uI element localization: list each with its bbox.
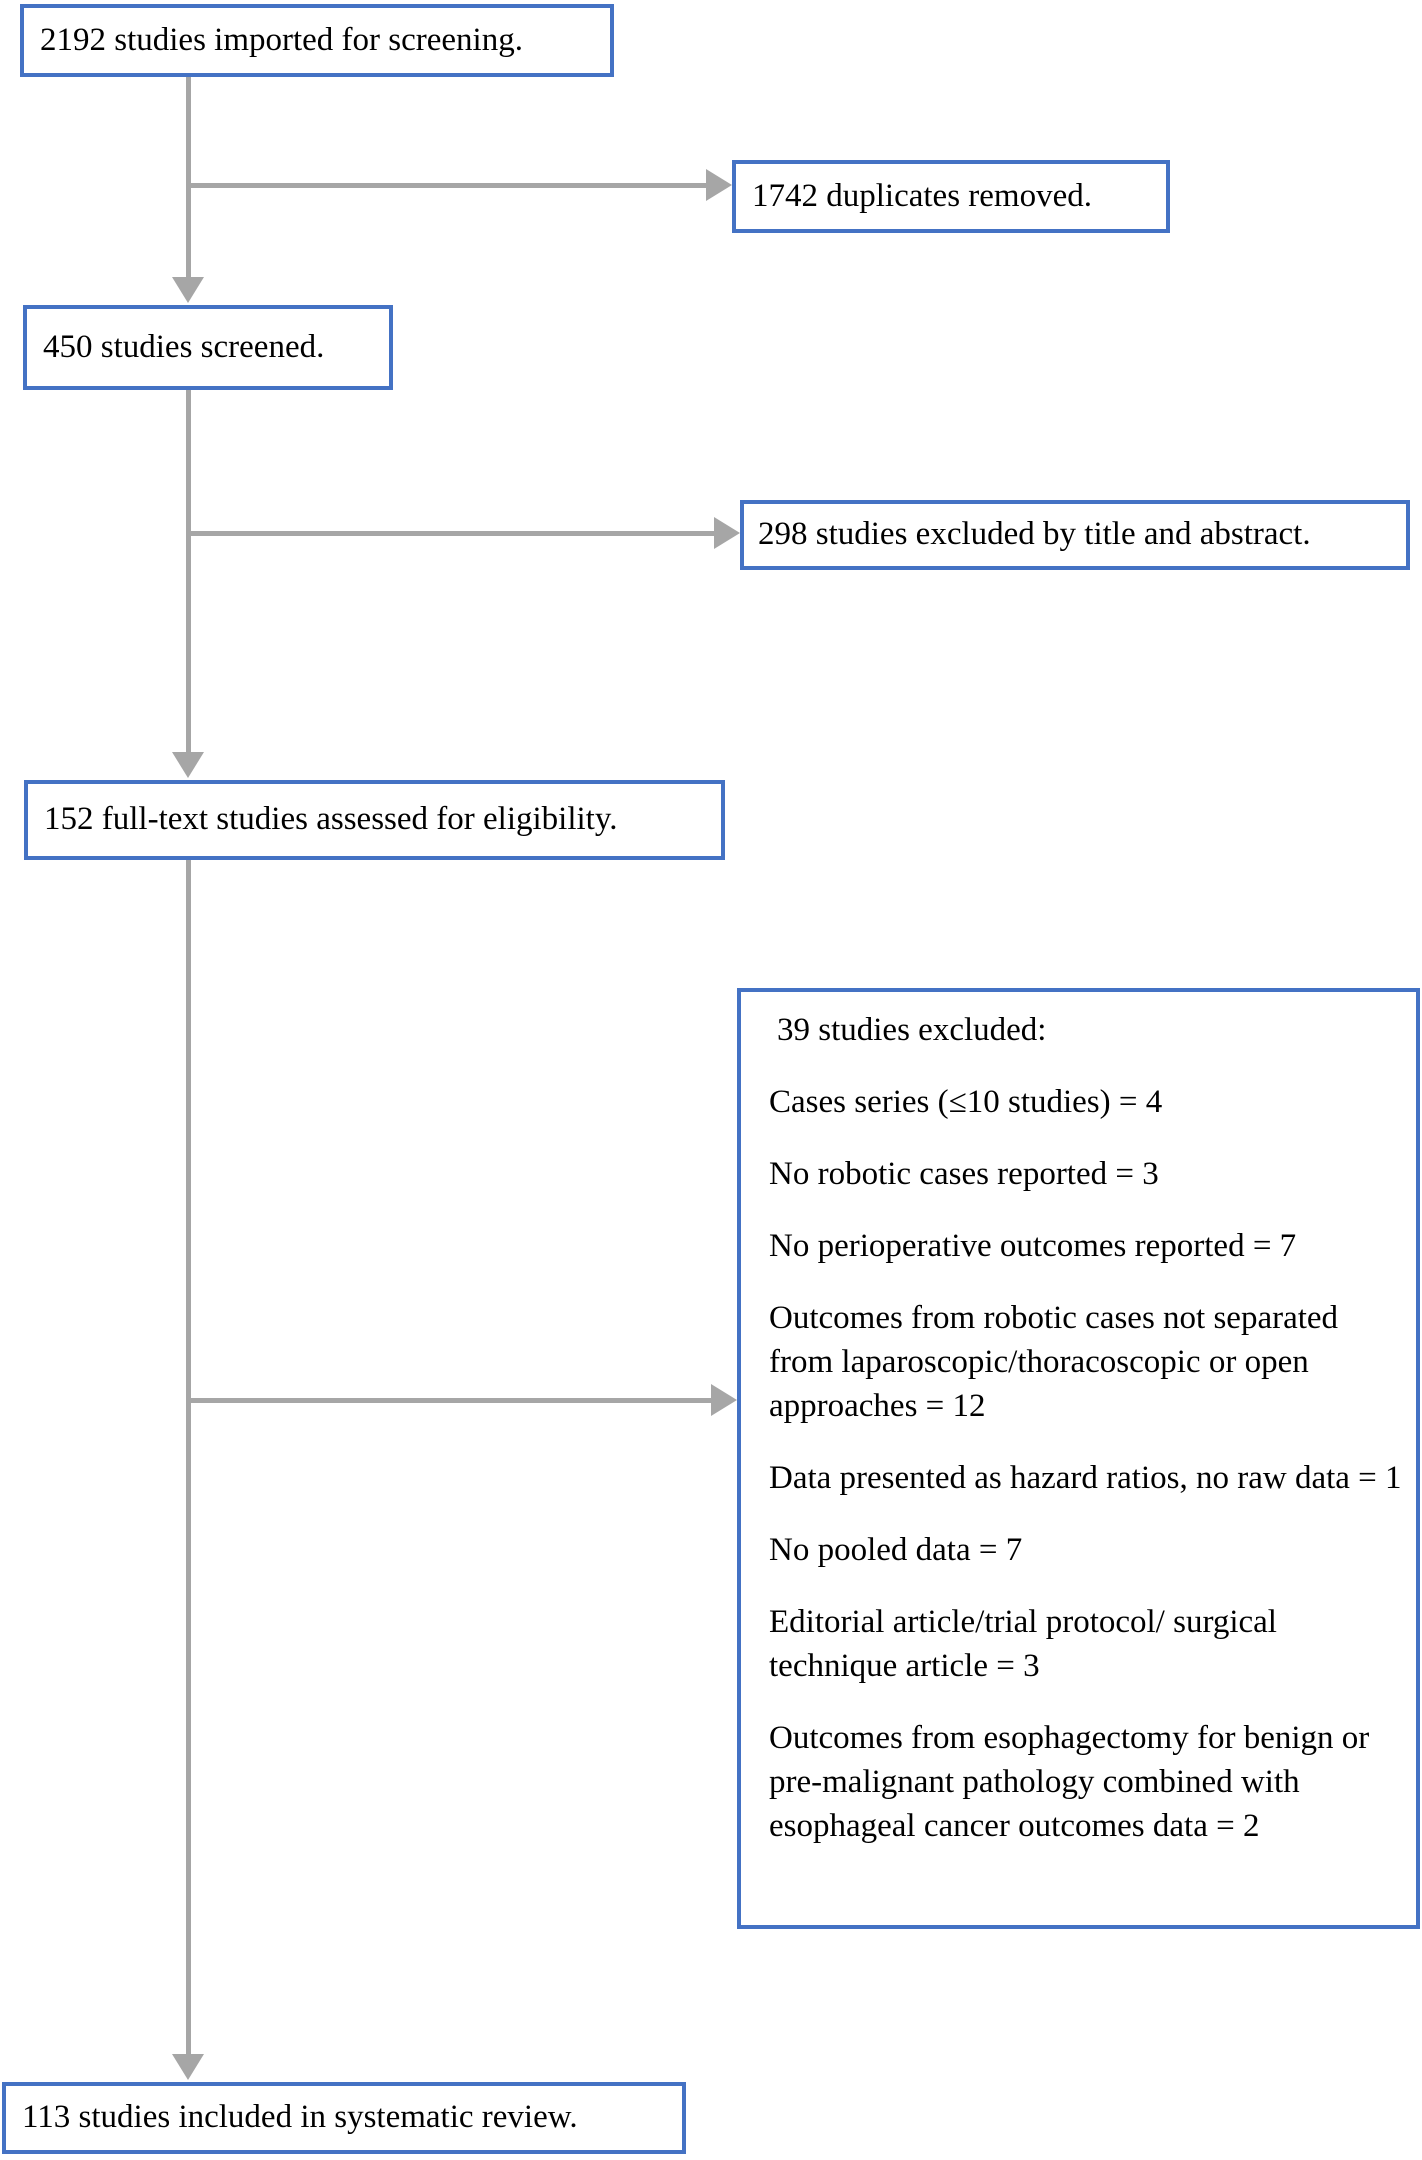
connector-screened-to-fulltext	[186, 390, 191, 755]
connector-branch-to-excluded-title-abstract	[186, 531, 716, 536]
box-excluded-title-abstract: 298 studies excluded by title and abstra…	[740, 500, 1410, 570]
box-studies-imported: 2192 studies imported for screening.	[20, 4, 614, 77]
exclusion-reason: Editorial article/trial protocol/ surgic…	[769, 1604, 1277, 1684]
connector-fulltext-to-included	[186, 860, 191, 2057]
box-studies-included: 113 studies included in systematic revie…	[2, 2082, 686, 2154]
arrowhead-into-excluded-fulltext-icon	[711, 1384, 737, 1416]
box-studies-imported-text: 2192 studies imported for screening.	[40, 21, 523, 58]
box-fulltext-assessed: 152 full-text studies assessed for eligi…	[24, 780, 725, 860]
exclusion-reason: No perioperative outcomes reported = 7	[769, 1228, 1297, 1264]
exclusion-reason: No pooled data = 7	[769, 1532, 1023, 1568]
arrowhead-into-fulltext-icon	[172, 752, 204, 778]
connector-branch-to-duplicates	[186, 183, 708, 188]
box-excluded-title-abstract-text: 298 studies excluded by title and abstra…	[758, 516, 1311, 553]
box-fulltext-assessed-text: 152 full-text studies assessed for eligi…	[44, 801, 618, 838]
box-duplicates-removed: 1742 duplicates removed.	[732, 160, 1170, 233]
arrowhead-into-excluded-title-abstract-icon	[714, 517, 740, 549]
box-excluded-fulltext: 39 studies excluded: Cases series (≤10 s…	[737, 988, 1420, 1929]
connector-branch-to-excluded-fulltext	[186, 1398, 713, 1403]
excluded-fulltext-title: 39 studies excluded:	[777, 1012, 1047, 1048]
box-studies-included-text: 113 studies included in systematic revie…	[22, 2099, 578, 2136]
exclusion-reason: Cases series (≤10 studies) = 4	[769, 1084, 1163, 1120]
exclusion-reason: Outcomes from esophagectomy for benign o…	[769, 1720, 1370, 1844]
box-duplicates-removed-text: 1742 duplicates removed.	[752, 177, 1092, 214]
exclusion-reason: Outcomes from robotic cases not separate…	[769, 1300, 1339, 1424]
arrowhead-into-duplicates-icon	[706, 169, 732, 201]
connector-imported-to-screened	[186, 77, 191, 280]
arrowhead-into-included-icon	[172, 2054, 204, 2080]
exclusion-reason: No robotic cases reported = 3	[769, 1156, 1159, 1192]
box-studies-screened-text: 450 studies screened.	[43, 328, 325, 365]
box-studies-screened: 450 studies screened.	[23, 305, 393, 390]
arrowhead-into-screened-icon	[172, 277, 204, 303]
exclusion-reason: Data presented as hazard ratios, no raw …	[769, 1460, 1402, 1496]
